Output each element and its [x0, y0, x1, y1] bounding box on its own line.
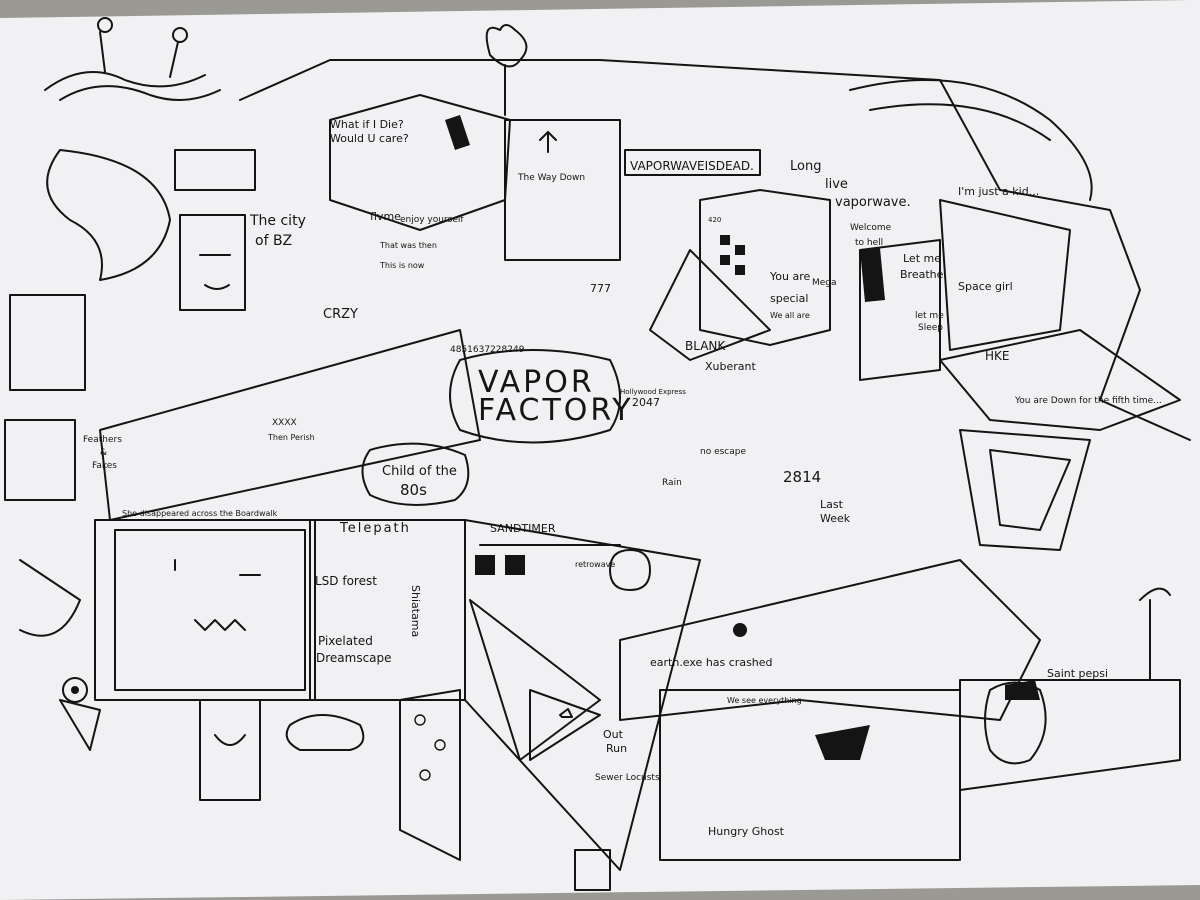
label: VAPORWAVEISDEAD. [630, 159, 754, 173]
label: flvme [370, 210, 401, 223]
label: Dreamscape [316, 651, 392, 665]
label: Breathe [900, 268, 944, 281]
label: of BZ [255, 233, 292, 249]
label: SANDTIMER [490, 522, 556, 535]
label: We all are [770, 311, 810, 320]
label: Hollywood Express [620, 388, 686, 396]
label: no escape [700, 447, 746, 457]
label: 777 [590, 282, 611, 295]
label: Long [790, 159, 821, 174]
label: Let me [903, 252, 941, 265]
label: Fakes [92, 461, 117, 471]
label: We see everything [727, 696, 802, 705]
label: Out [603, 728, 624, 741]
label: That was then [379, 241, 437, 250]
label: Child of the [382, 464, 457, 479]
label: vaporwave. [835, 195, 911, 210]
label: Pixelated [318, 634, 373, 648]
label: BLANK [685, 339, 726, 353]
label: 80s [400, 481, 427, 499]
label: retrowave [575, 560, 615, 569]
line-art [4, 17, 1191, 891]
factory-title: FACTORY [478, 393, 634, 428]
label: Hungry Ghost [708, 825, 785, 838]
label: earth.exe has crashed [650, 656, 773, 669]
label: 2814 [783, 468, 821, 486]
label: Week [820, 512, 851, 525]
label: Sleep [918, 323, 943, 333]
label: Xuberant [705, 360, 756, 373]
label: Shiatama [409, 585, 422, 637]
label: CRZY [323, 307, 358, 322]
label: This is now [379, 261, 425, 270]
label: 420 [708, 216, 721, 224]
vapor-title: VAPOR [478, 365, 595, 400]
label: Would U care? [330, 132, 409, 145]
label: 2047 [632, 396, 660, 409]
label: Welcome [850, 223, 892, 233]
label: She disappeared across the Boardwalk [122, 509, 278, 518]
label: live [825, 177, 848, 192]
label: enjoy yourself [400, 215, 464, 225]
label: The city [249, 213, 306, 229]
label: Space girl [958, 280, 1013, 293]
label: let me [915, 311, 944, 321]
label: to hell [855, 238, 883, 248]
label: What if I Die? [330, 118, 404, 131]
label: Sewer Locusts [595, 773, 660, 783]
label: I'm just a kid... [958, 185, 1039, 198]
label: Saint pepsi [1047, 667, 1108, 680]
label: XXXX [272, 418, 297, 428]
label: & [100, 448, 107, 458]
handwritten-labels: What if I Die? Would U care? The city of… [83, 118, 1162, 838]
label: LSD forest [315, 574, 377, 588]
label: special [770, 292, 808, 305]
label: Rain [662, 478, 682, 488]
label: You are Down for the fifth time... [1014, 396, 1162, 406]
label: Then Perish [267, 433, 315, 442]
label: 4851637228249 [450, 345, 525, 355]
label: Mega [812, 278, 837, 288]
label: You are [769, 270, 810, 283]
label: HKE [985, 349, 1009, 363]
label: The Way Down [517, 173, 585, 183]
label: Feathers [83, 435, 122, 445]
label: Run [606, 742, 627, 755]
label: Telepath [339, 521, 411, 536]
label: Last [820, 498, 844, 511]
